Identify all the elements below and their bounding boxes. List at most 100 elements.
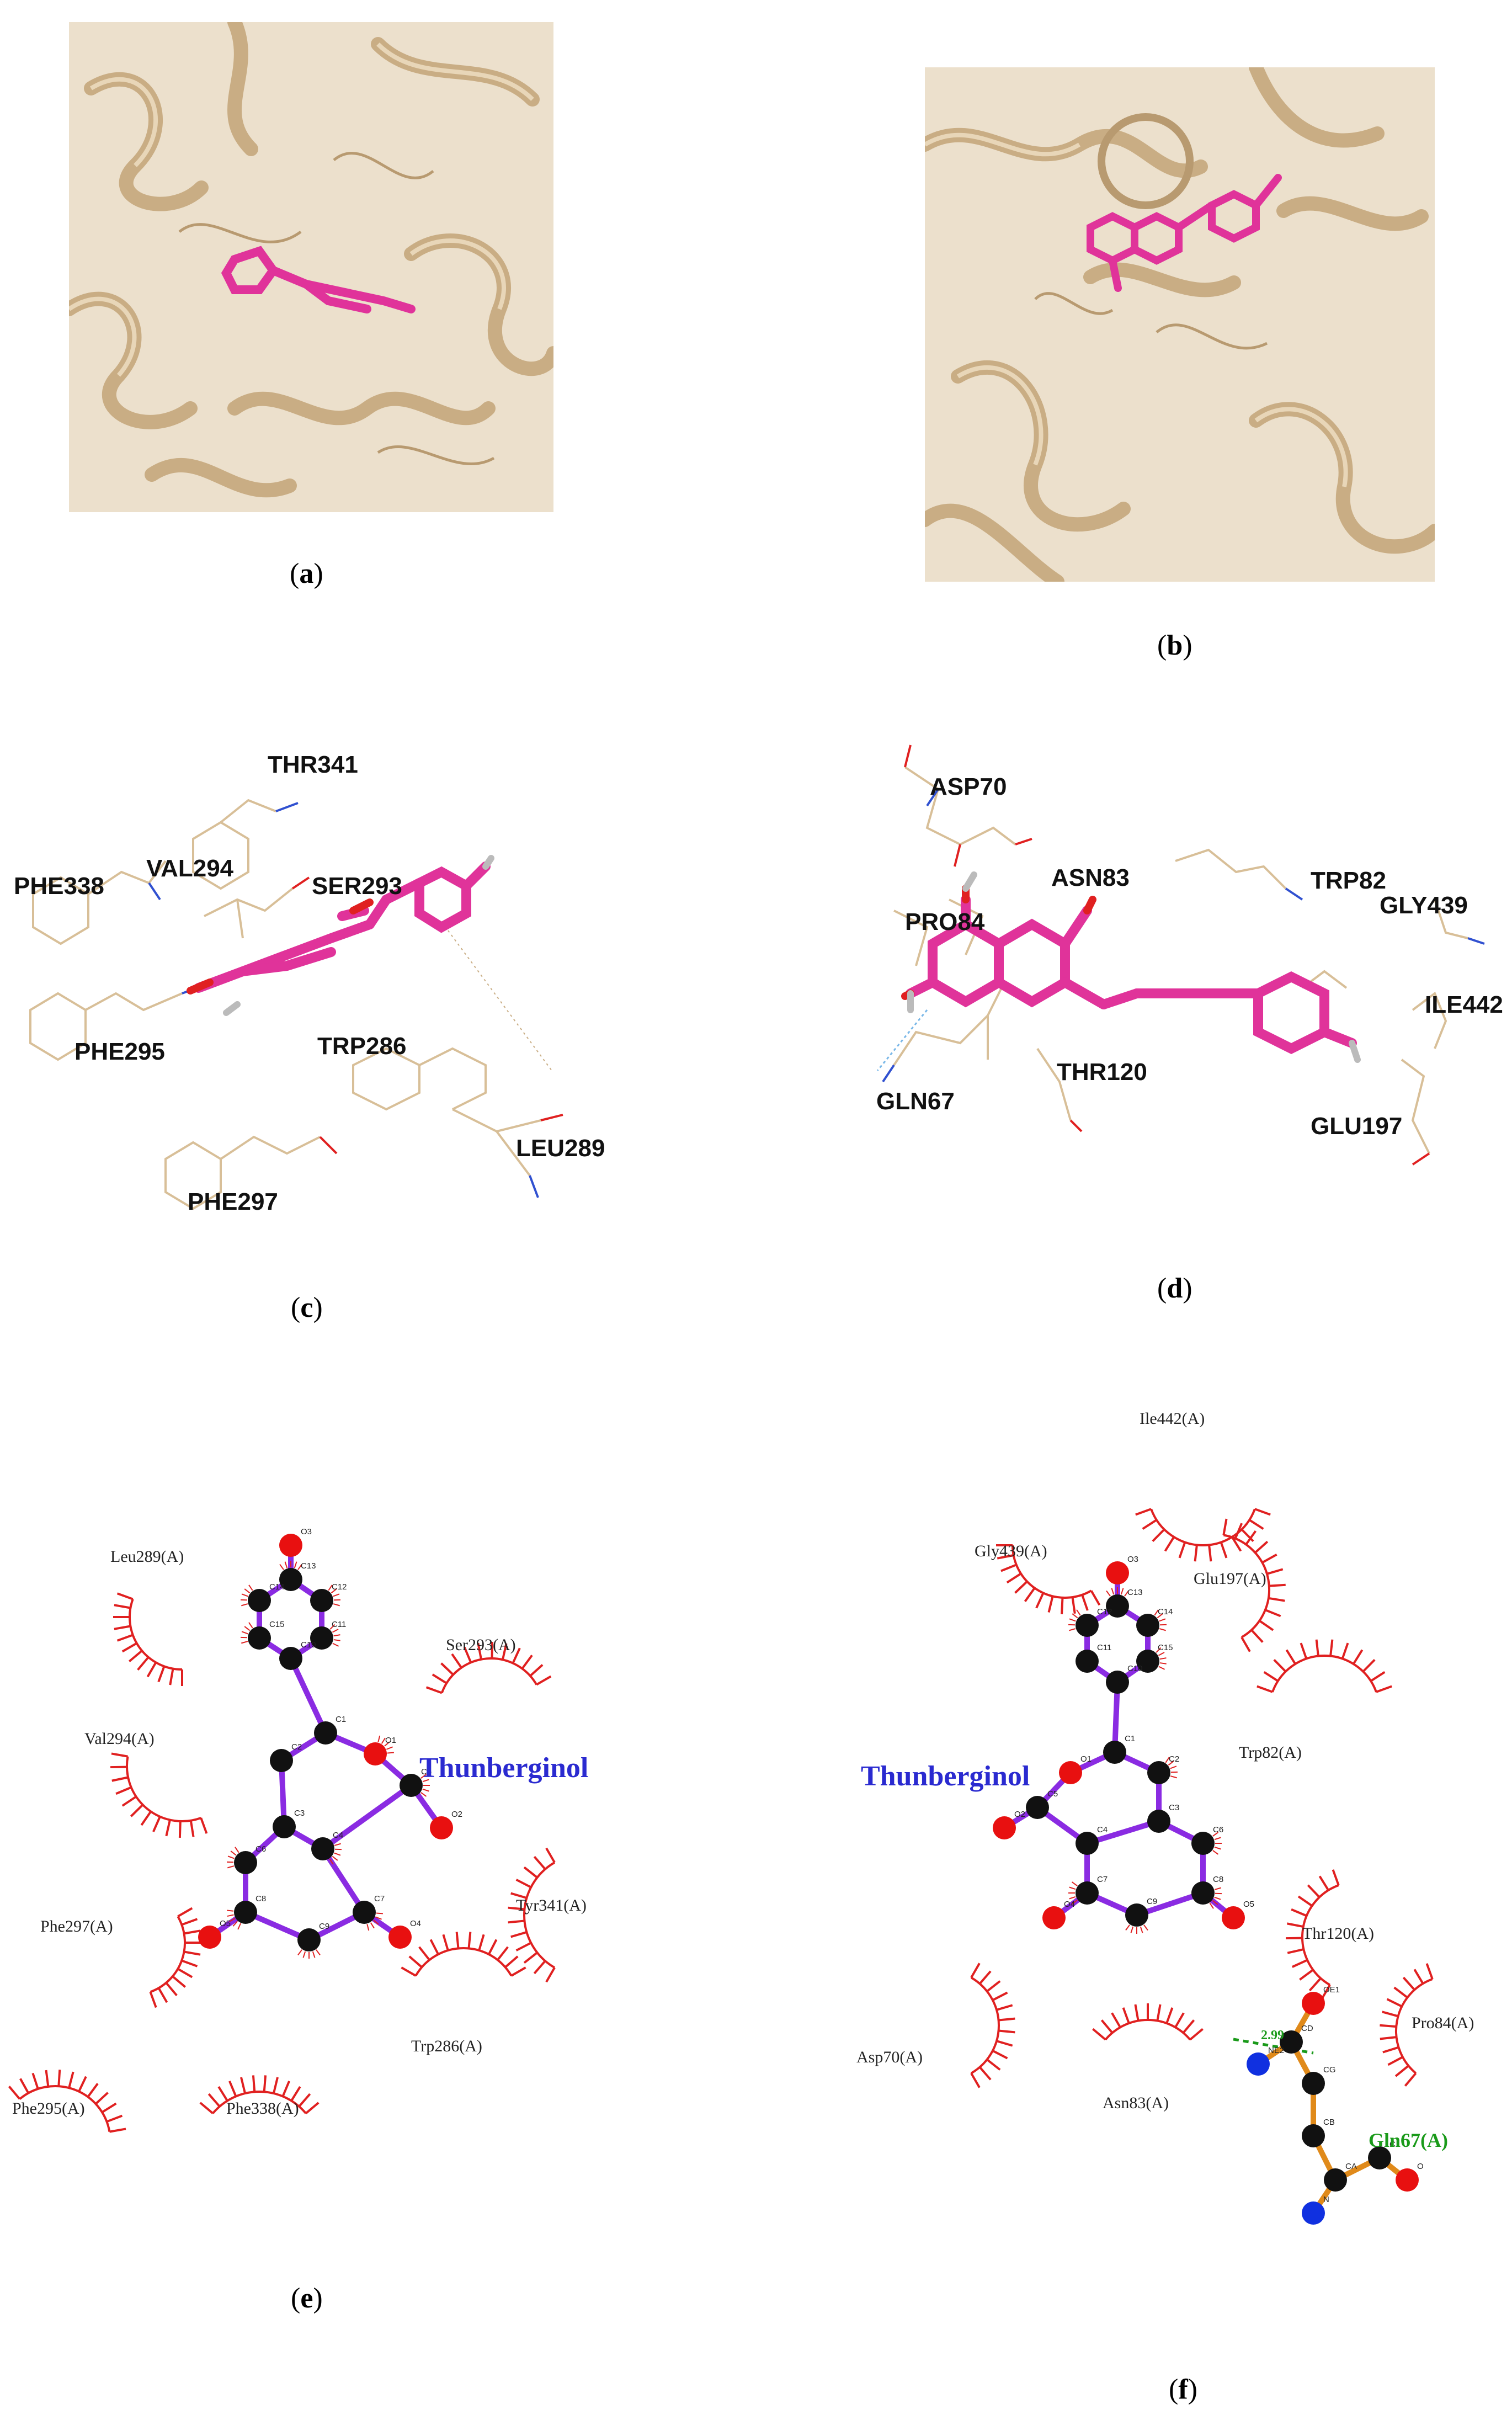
hbond-line xyxy=(1233,2038,1314,2055)
atom-c6 xyxy=(234,1851,257,1874)
protein-ribbon-b xyxy=(925,67,1435,582)
ligand-contact-tick xyxy=(420,1774,430,1797)
hydrophobic-contact-arc xyxy=(149,1907,201,2008)
bond xyxy=(288,1656,328,1736)
atom-label: O4 xyxy=(1064,1900,1075,1909)
panel-d-interaction-3d: ASP70 ASN83 TRP82 PRO84 GLY439 ILE442 GL… xyxy=(828,734,1512,1242)
atom-label: C8 xyxy=(255,1894,266,1903)
atom-label: NE2 xyxy=(1268,2046,1284,2055)
atom-c1 xyxy=(1103,1741,1126,1764)
atom-o2 xyxy=(993,1816,1016,1839)
atom-o3 xyxy=(279,1534,302,1557)
ligand-contact-tick xyxy=(328,1584,341,1607)
atom-label: N xyxy=(1323,2195,1329,2204)
bond xyxy=(1134,1890,1206,1918)
bond xyxy=(1084,1818,1162,1846)
ligand-contact-tick xyxy=(227,1910,241,1930)
atom-c10 xyxy=(1106,1671,1129,1694)
bond xyxy=(1112,1679,1120,1755)
residue-label-d-6: GLN67 xyxy=(876,1088,955,1115)
atom-o xyxy=(1396,2168,1419,2192)
panel-b-protein-view xyxy=(925,67,1435,582)
hydrophobic-contact-arc xyxy=(113,1592,183,1686)
residue-label-c-5: TRP286 xyxy=(317,1033,406,1060)
bond xyxy=(320,1783,414,1852)
atom-label: C1 xyxy=(1125,1734,1135,1743)
atom-label: C13 xyxy=(301,1561,316,1571)
atom-o3 xyxy=(1106,1561,1129,1584)
residue-label-f-1: Gly439(A) xyxy=(975,1542,1047,1560)
atom-label: C12 xyxy=(332,1582,347,1592)
atom-c5 xyxy=(400,1774,423,1797)
ligand-contact-tick xyxy=(1209,1887,1222,1909)
atom-oe1 xyxy=(1302,1992,1325,2015)
ligand-contact-tick xyxy=(1125,1924,1148,1934)
residue-wires-c: THR341 PHE338 VAL294 SER293 PHE295 TRP28… xyxy=(14,751,605,1215)
residue-label-d-0: ASP70 xyxy=(930,773,1007,800)
atom-label: C7 xyxy=(1097,1875,1108,1884)
atom-label: CA xyxy=(1345,2162,1357,2171)
ligand-contact-tick xyxy=(279,1561,302,1570)
atom-label: O xyxy=(1417,2162,1424,2171)
atom-o4 xyxy=(388,1926,412,1949)
atom-label: O5 xyxy=(1243,1900,1254,1909)
atom-c1 xyxy=(314,1721,337,1745)
hydrophobic-contact-arc xyxy=(425,1641,552,1694)
atom-c10 xyxy=(279,1647,302,1670)
atom-c14 xyxy=(248,1589,271,1612)
ligand-contact-tick xyxy=(329,1624,340,1647)
atom-label: C14 xyxy=(1158,1607,1173,1616)
residue-label-c-6: LEU289 xyxy=(516,1135,605,1162)
residue-label-e-4: Phe297(A) xyxy=(40,1917,113,1935)
residue-label-f-6: Asp70(A) xyxy=(856,2048,923,2066)
atom-c4 xyxy=(311,1837,334,1860)
atom-label: OE1 xyxy=(1323,1985,1340,1995)
panel-c-interaction-3d: THR341 PHE338 VAL294 SER293 PHE295 TRP28… xyxy=(0,734,717,1242)
ligand-sticks-d xyxy=(906,895,1357,1055)
atom-label: C4 xyxy=(333,1831,343,1840)
ligand-contact-tick xyxy=(1165,1757,1178,1779)
atom-label: C9 xyxy=(319,1922,329,1931)
residue-label-f-0: Ile442(A) xyxy=(1140,1410,1205,1428)
residue-label-d-4: GLY439 xyxy=(1380,892,1468,919)
hydrophobic-contact-arc xyxy=(1135,1508,1271,1562)
ligand-sticks-b xyxy=(1087,174,1282,292)
atom-o5 xyxy=(1222,1906,1245,1929)
atom-c13 xyxy=(1106,1594,1129,1618)
atom-label: O2 xyxy=(1014,1810,1025,1819)
atom-label: C11 xyxy=(332,1620,346,1629)
residue-label-e-6: Phe295(A) xyxy=(12,2099,85,2118)
hydrophobic-contact-arc xyxy=(8,2070,126,2133)
atom-label: CG xyxy=(1323,2065,1336,2075)
atom-o5 xyxy=(198,1926,221,1949)
residue-label-c-0: THR341 xyxy=(268,751,358,778)
atom-label: C5 xyxy=(1047,1789,1058,1799)
residue-label-e-5: Trp286(A) xyxy=(411,2037,482,2055)
ligand-contact-tick xyxy=(1068,1881,1078,1905)
residue-label-e-3: Tyr341(A) xyxy=(516,1896,587,1915)
ligand-contact-tick xyxy=(1156,1647,1167,1670)
atom-label: O1 xyxy=(385,1736,396,1745)
ligand-contact-tick xyxy=(1212,1832,1222,1855)
atom-c xyxy=(1368,2146,1391,2169)
residue-label-e-1: Ser293(A) xyxy=(446,1636,516,1654)
residue-label-f-4: Thr120(A) xyxy=(1302,1924,1374,1943)
hydrophobic-contact-arc xyxy=(110,1752,208,1838)
hbond-distance: 2.99 xyxy=(1261,2028,1284,2043)
residue-label-d-7: THR120 xyxy=(1057,1059,1147,1086)
atom-label: C11 xyxy=(1097,1643,1111,1652)
ligand-contact-tick xyxy=(1106,1587,1129,1597)
hydrophobic-contact-arc xyxy=(970,1963,1015,2088)
atom-label: C1 xyxy=(336,1715,346,1724)
atom-label: C6 xyxy=(1213,1825,1223,1834)
atom-o1 xyxy=(364,1742,387,1765)
atom-label: C4 xyxy=(1097,1825,1108,1834)
atom-n xyxy=(1302,2201,1325,2225)
atom-label: C15 xyxy=(1158,1643,1173,1652)
atom-c15 xyxy=(248,1626,271,1650)
atom-label: C7 xyxy=(374,1894,385,1903)
atom-label: CD xyxy=(1301,2024,1313,2033)
ligand-contact-tick xyxy=(226,1847,239,1869)
ligand-contact-tick xyxy=(297,1949,321,1959)
atom-c8 xyxy=(234,1901,257,1924)
